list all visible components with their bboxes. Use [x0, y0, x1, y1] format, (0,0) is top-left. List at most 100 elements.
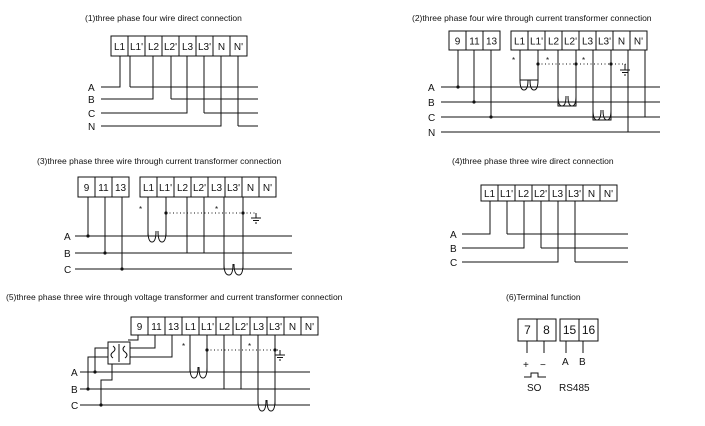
star-mark: * — [582, 56, 585, 65]
terminal-label: 11 — [151, 322, 162, 333]
terminal-label: L1' — [530, 37, 543, 48]
star-mark: * — [546, 56, 549, 65]
diagram-3: (3)three phase three wire through curren… — [37, 156, 292, 276]
terminal-label: L2' — [193, 183, 206, 194]
diagram-4: (4)three phase three wire direct connect… — [450, 156, 628, 269]
terminal-label: L1 — [484, 189, 496, 200]
terminal-cell — [578, 318, 599, 342]
terminal-label: L2' — [164, 42, 177, 53]
star-mark: * — [215, 205, 218, 214]
terminal-label: L2' — [564, 37, 577, 48]
terminal-label: 9 — [84, 183, 90, 194]
caption-diagram-1: (1)three phase four wire direct connecti… — [85, 13, 242, 23]
terminal-label: N' — [634, 37, 643, 48]
wires-diagram-4 — [462, 201, 628, 263]
terminal-cell — [599, 184, 618, 202]
line-label-a: A — [71, 368, 78, 379]
terminal-label: L3 — [211, 183, 223, 194]
line-label-b: B — [64, 249, 71, 260]
terminal-cell — [536, 318, 557, 342]
terminal-label: L3 — [552, 189, 564, 200]
wires-diagram-3 — [75, 197, 292, 276]
terminal-label: N' — [604, 189, 613, 200]
star-mark: * — [182, 342, 185, 351]
terminal-label: 13 — [168, 322, 180, 333]
caption-diagram-3: (3)three phase three wire through curren… — [37, 156, 282, 166]
star-mark: * — [512, 56, 515, 65]
terminal-label: L1 — [185, 322, 197, 333]
wires-diagram-6 — [524, 341, 584, 378]
caption-diagram-6: (6)Terminal function — [506, 292, 581, 302]
terminal-label: L2 — [148, 42, 160, 53]
terminal-label: L3' — [269, 322, 282, 333]
terminal-label: L2' — [534, 189, 547, 200]
terminal-label: L2 — [548, 37, 560, 48]
terminal-block-4: L1 L1' L2 L2' L3 L3' N N' — [480, 184, 618, 202]
line-label-b: B — [71, 385, 78, 396]
terminal-label: L2 — [219, 322, 231, 333]
diagram-2: (2)three phase four wire through current… — [412, 13, 660, 139]
terminal-label: 11 — [469, 37, 480, 48]
line-label-b: B — [428, 98, 435, 109]
terminal-label: 11 — [98, 183, 109, 194]
terminal-label: L1' — [159, 183, 172, 194]
caption-diagram-4: (4)three phase three wire direct connect… — [452, 156, 614, 166]
terminal-label: 13 — [115, 183, 127, 194]
terminal-label: L1 — [514, 37, 526, 48]
terminal-label: N — [218, 42, 225, 53]
wires-diagram-5 — [80, 335, 310, 412]
line-label-n: N — [428, 128, 435, 139]
diagram-5: (5)three phase three wire through voltag… — [6, 292, 343, 412]
wires-diagram-1 — [101, 56, 258, 127]
terminal-a-label: A — [562, 357, 569, 368]
terminal-label: L1' — [130, 42, 143, 53]
so-label: SO — [527, 383, 542, 394]
wires-diagram-2 — [441, 50, 660, 133]
diagram-1: (1)three phase four wire direct connecti… — [85, 13, 258, 133]
terminal-label: N — [289, 322, 296, 333]
line-label-c: C — [450, 258, 457, 269]
terminal-label: L3' — [227, 183, 240, 194]
star-mark: * — [248, 342, 251, 351]
terminal-label: 13 — [486, 37, 498, 48]
terminal-label: 7 — [524, 323, 531, 337]
terminal-label: 16 — [582, 323, 596, 337]
terminal-label: L3 — [582, 37, 594, 48]
terminal-label: L1' — [201, 322, 214, 333]
line-label-a: A — [64, 232, 71, 243]
rs485-label: RS485 — [559, 383, 590, 394]
terminal-label: N' — [234, 42, 243, 53]
terminal-label: N — [247, 183, 254, 194]
line-label-a: A — [428, 83, 435, 94]
line-label-c: C — [88, 109, 95, 120]
aux-terminal-block-3: 9 11 13 — [77, 176, 130, 198]
line-label-c: C — [428, 113, 435, 124]
terminal-cell — [111, 176, 130, 198]
star-mark: * — [139, 205, 142, 214]
terminal-cell — [258, 176, 277, 198]
terminal-cell — [629, 30, 648, 51]
line-label-a: A — [450, 230, 457, 241]
terminal-label: L2' — [235, 322, 248, 333]
caption-diagram-5: (5)three phase three wire through voltag… — [6, 292, 343, 302]
terminal-label: L3' — [568, 189, 581, 200]
line-label-n: N — [88, 122, 95, 133]
terminal-label: N — [588, 189, 595, 200]
terminal-label: 15 — [563, 323, 577, 337]
terminal-label: L1 — [114, 42, 126, 53]
caption-diagram-2: (2)three phase four wire through current… — [412, 13, 652, 23]
terminal-label: L1' — [500, 189, 513, 200]
terminal-label: L1 — [143, 183, 155, 194]
terminal-label: L2 — [177, 183, 189, 194]
terminal-label: 8 — [543, 323, 550, 337]
terminal-label: L2 — [518, 189, 530, 200]
